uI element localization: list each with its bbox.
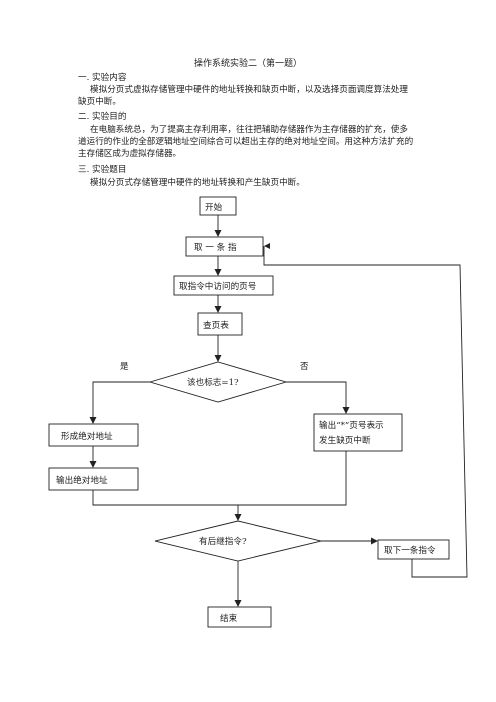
form-address-label: 形成绝对地址 xyxy=(61,430,113,442)
document-title: 操作系统实验二（第一题） xyxy=(193,59,302,69)
output-address-label: 输出绝对地址 xyxy=(56,474,108,486)
fetch-next-instruction-box xyxy=(377,539,450,560)
fetch-instruction-label: 取 一 条 指 xyxy=(194,241,237,253)
end-box xyxy=(207,606,272,628)
flag-decision-label: 该也标志=1? xyxy=(187,376,239,388)
fetch-next-instruction-label: 取下一条指令 xyxy=(384,544,436,556)
output-address-box xyxy=(48,467,139,491)
page-fault-box xyxy=(313,413,403,452)
fetch-instruction-box xyxy=(185,236,264,257)
section-3-body: 模拟分页式存储管理中硬件的地址转换和产生缺页中断。 xyxy=(90,178,305,188)
lookup-page-table-box xyxy=(197,312,243,336)
page-fault-label-line2: 发生缺页中断 xyxy=(319,434,371,446)
page-fault-label-line1: 输出“*”页号表示 xyxy=(319,419,384,431)
section-1-heading: 一. 实验内容 xyxy=(78,73,127,83)
section-1-body: 模拟分页式虚拟存储管理中硬件的地址转换和缺页中断，以及选择页面调度算法处理缺页中… xyxy=(78,85,408,107)
section-3-heading: 三. 实验题目 xyxy=(78,165,127,175)
form-address-box xyxy=(48,423,139,447)
lookup-page-table-label: 查页表 xyxy=(203,319,229,331)
yes-label: 是 xyxy=(120,361,129,372)
end-label: 结束 xyxy=(220,612,238,624)
start-label: 开始 xyxy=(205,201,223,213)
section-2-body: 在电脑系统总，为了提高主存利用率，往往把辅助存储器作为主存储器的扩充，使多道运行… xyxy=(78,125,414,159)
section-2-heading: 二. 实验目的 xyxy=(78,112,127,122)
no-label: 否 xyxy=(300,361,309,372)
get-page-number-box xyxy=(173,275,274,296)
next-instruction-decision-label: 有后继指令? xyxy=(199,535,247,547)
get-page-number-label: 取指令中访问的页号 xyxy=(179,280,256,292)
